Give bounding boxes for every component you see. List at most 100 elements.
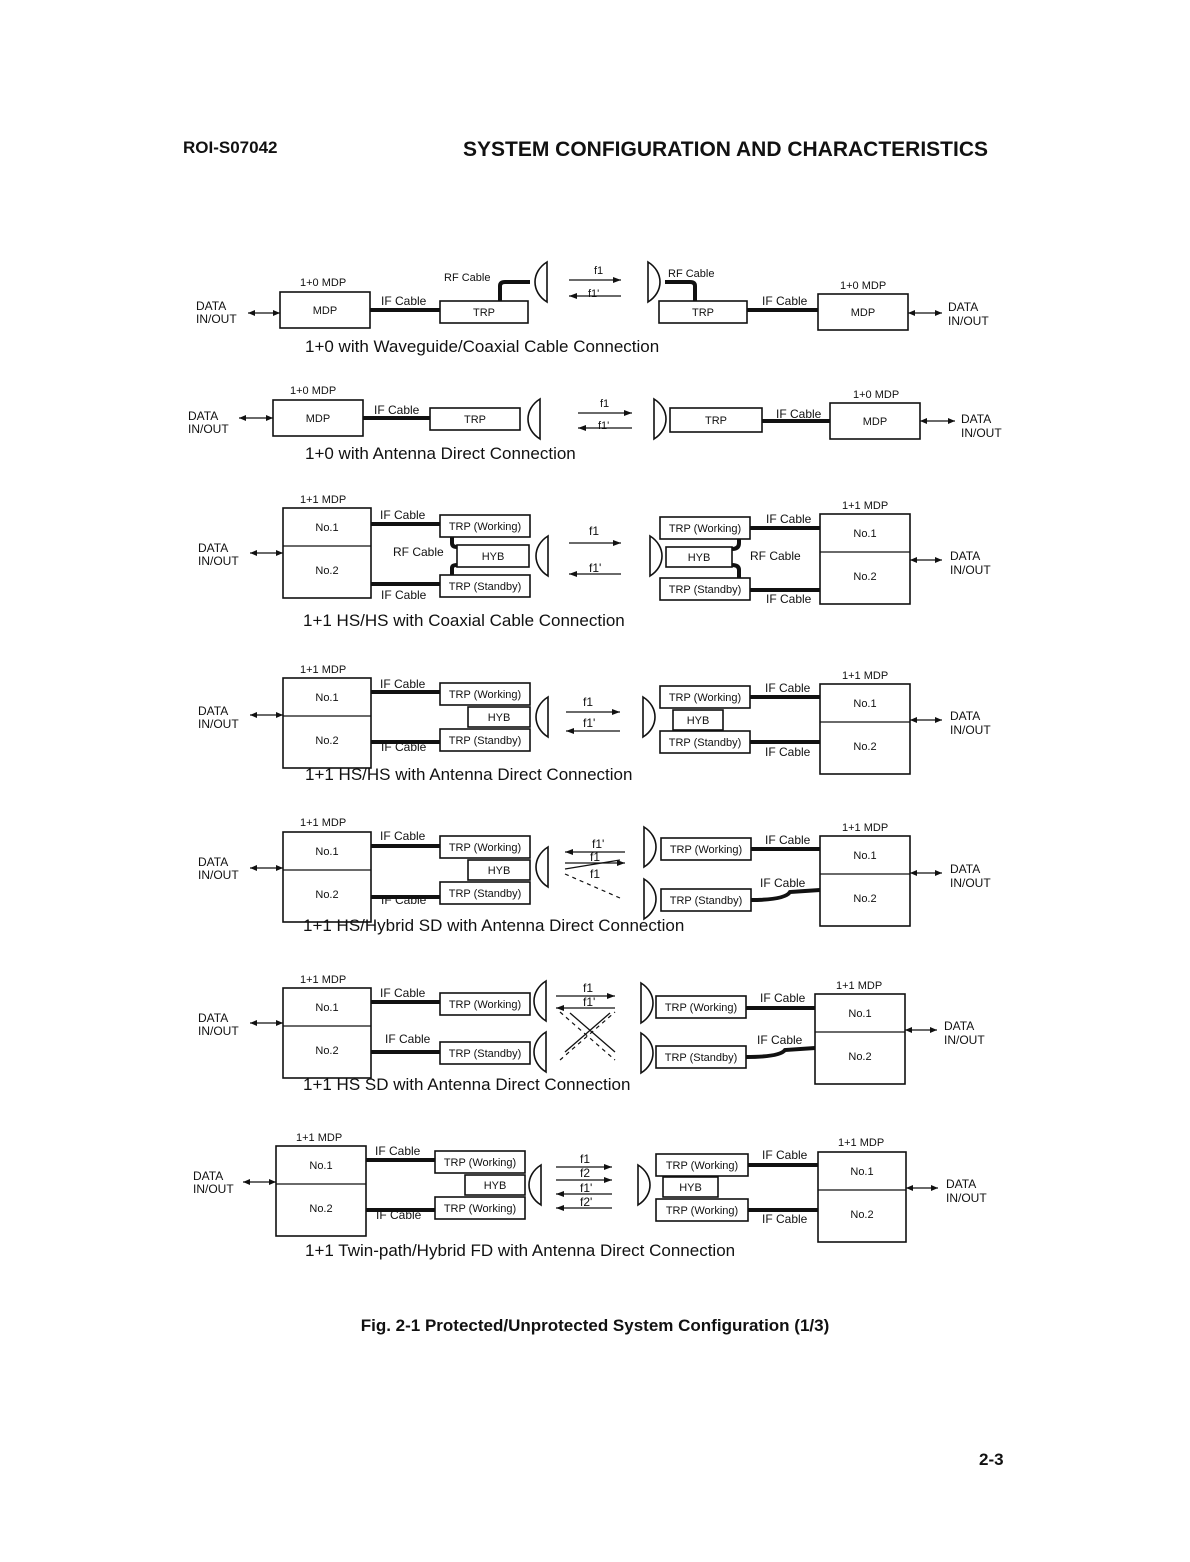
trp-standby-box-label: TRP (Standby)	[669, 584, 742, 596]
arrow-head	[604, 1177, 612, 1183]
mdp-unit-box	[282, 507, 372, 599]
if-cable-label: IF Cable	[381, 740, 427, 754]
hyb-box-label: HYB	[488, 865, 511, 877]
data-in-out-label: DATA	[196, 299, 226, 313]
arrow-head	[935, 717, 942, 723]
mdp-title: 1+1 MDP	[842, 670, 888, 682]
if-cable-label: IF Cable	[765, 833, 811, 847]
trp-standby-box-label: TRP (Standby)	[449, 1048, 522, 1060]
data-in-out-label: DATA	[948, 300, 978, 314]
arrow-head	[624, 410, 632, 416]
if-cable-label: IF Cable	[376, 1208, 422, 1222]
mdp-box	[817, 293, 909, 331]
mdp-unit-box	[817, 1151, 907, 1243]
mdp-title: 1+1 MDP	[300, 974, 346, 986]
arrow-head	[935, 870, 942, 876]
mdp-no1-label: No.1	[850, 1166, 873, 1178]
frequency-label: f1	[590, 850, 600, 864]
arrow-head	[906, 1185, 913, 1191]
arrow-head	[248, 310, 255, 316]
mdp-no2-label: No.2	[853, 571, 876, 583]
mdp-title: 1+1 MDP	[842, 500, 888, 512]
frequency-label: f2	[580, 1166, 590, 1180]
data-in-out-label: IN/OUT	[946, 1191, 987, 1205]
configuration-caption: 1+1 HS/Hybrid SD with Antenna Direct Con…	[303, 916, 684, 935]
rf-cable-label: RF Cable	[393, 545, 444, 559]
arrow-head	[250, 550, 257, 556]
trp-working-box-label: TRP (Working)	[444, 1203, 516, 1215]
trp-working-box	[439, 992, 531, 1016]
arrow-head	[617, 860, 625, 866]
data-in-out-label: DATA	[950, 549, 980, 563]
arrow-head	[565, 849, 573, 855]
mdp-no2-label: No.2	[848, 1051, 871, 1063]
mdp-no1-label: No.1	[315, 522, 338, 534]
data-in-out-label: DATA	[946, 1177, 976, 1191]
rf-cable-label: RF Cable	[750, 549, 801, 563]
data-in-out-label: DATA	[950, 862, 980, 876]
arrow-head	[920, 418, 927, 424]
trp-box-label: TRP	[473, 307, 495, 319]
trp-box-label: TRP	[692, 307, 714, 319]
if-cable-label: IF Cable	[374, 403, 420, 417]
hyb-box-label: HYB	[484, 1180, 507, 1192]
trp-box	[429, 407, 521, 431]
rf-cable-path	[731, 539, 741, 551]
rf-cable-path	[498, 280, 530, 301]
mdp-box-label: MDP	[863, 416, 887, 428]
data-in-out-label: IN/OUT	[950, 876, 991, 890]
trp-working-box-label: TRP (Working)	[669, 523, 741, 535]
hyb-box-label: HYB	[482, 551, 505, 563]
antenna-icon	[649, 534, 663, 578]
arrow-head	[905, 1027, 912, 1033]
arrow-head	[566, 728, 574, 734]
trp-standby-box-label: TRP (Standby)	[449, 735, 522, 747]
rf-cable-label: RF Cable	[444, 272, 490, 284]
trp-working-box-label: TRP (Working)	[666, 1205, 738, 1217]
antenna-icon	[640, 981, 654, 1025]
if-cable-label: IF Cable	[380, 986, 426, 1000]
if-cable-label: IF Cable	[766, 592, 812, 606]
mdp-title: 1+1 MDP	[836, 980, 882, 992]
arrow-head	[276, 550, 283, 556]
mdp-no1-label: No.1	[315, 1002, 338, 1014]
trp-working-box-label: TRP (Working)	[670, 844, 742, 856]
page-title: SYSTEM CONFIGURATION AND CHARACTERISTICS	[463, 138, 988, 161]
mdp-title: 1+1 MDP	[300, 664, 346, 676]
arrow-head	[935, 310, 942, 316]
document-id: ROI-S07042	[183, 138, 278, 157]
mdp-box	[279, 291, 371, 329]
data-in-out-label: IN/OUT	[944, 1033, 985, 1047]
mdp-title: 1+1 MDP	[300, 817, 346, 829]
antenna-icon	[534, 260, 548, 304]
trp-standby-box	[439, 881, 531, 905]
if-cable-label: IF Cable	[381, 294, 427, 308]
mdp-unit-box	[814, 993, 906, 1085]
mdp-no1-label: No.1	[315, 846, 338, 858]
mdp-box	[829, 402, 921, 440]
trp-standby-box	[439, 728, 531, 752]
mdp-title: 1+1 MDP	[838, 1137, 884, 1149]
mdp-no2-label: No.2	[853, 893, 876, 905]
mdp-box-label: MDP	[851, 307, 875, 319]
data-in-out-label: IN/OUT	[961, 426, 1002, 440]
configuration-caption: 1+1 HS/HS with Coaxial Cable Connection	[303, 611, 625, 630]
trp-working-box	[434, 1150, 526, 1174]
arrow-head	[250, 1020, 257, 1026]
if-cable-path	[750, 888, 821, 902]
mdp-no1-label: No.1	[315, 692, 338, 704]
trp-box-label: TRP	[464, 414, 486, 426]
mdp-no1-label: No.1	[853, 528, 876, 540]
frequency-label: f1'	[598, 420, 609, 432]
hyb-box	[467, 706, 531, 728]
arrow-head	[556, 1005, 564, 1011]
hyb-box	[665, 546, 733, 568]
data-in-out-label: DATA	[950, 709, 980, 723]
mdp-no1-label: No.1	[309, 1160, 332, 1172]
mdp-no2-label: No.2	[315, 889, 338, 901]
if-cable-label: IF Cable	[381, 893, 427, 907]
figure-caption: Fig. 2-1 Protected/Unprotected System Co…	[360, 1316, 830, 1335]
hyb-box	[662, 1176, 719, 1198]
mdp-unit-box	[282, 987, 372, 1079]
mdp-title: 1+1 MDP	[300, 494, 346, 506]
